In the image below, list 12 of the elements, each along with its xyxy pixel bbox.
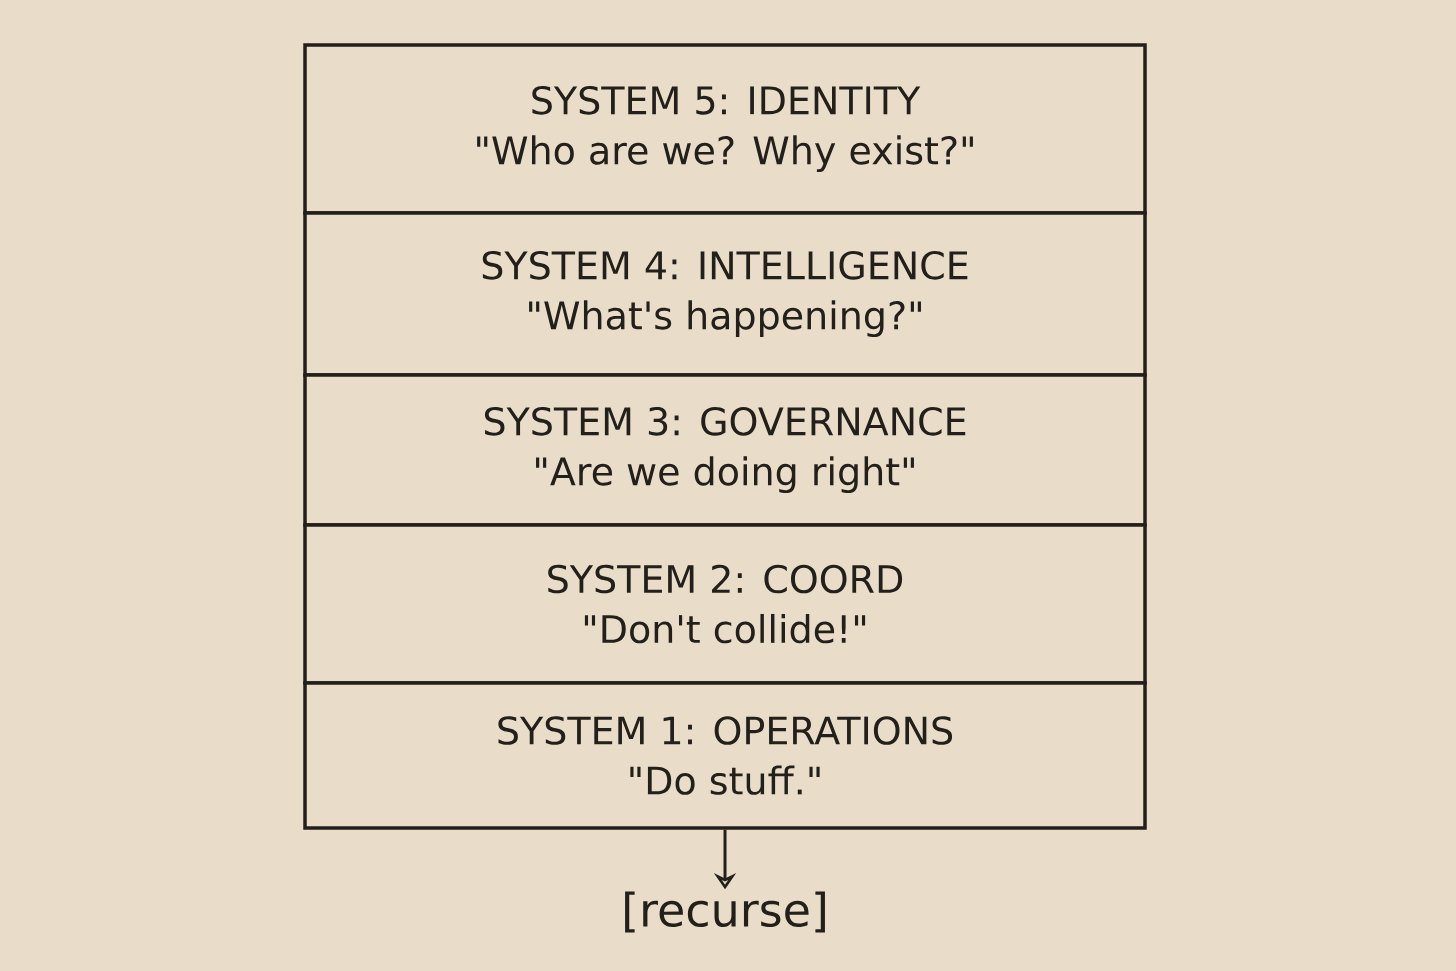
band-quote: "Who are we? Why exist?" xyxy=(477,135,973,173)
system-band xyxy=(303,681,1147,830)
band-quote: "Don't collide!" xyxy=(584,613,866,644)
recurse-label: [recurse] xyxy=(625,891,825,933)
band-heading: SYSTEM 4: INTELLIGENCE xyxy=(482,250,968,280)
band-heading: SYSTEM 2: COORD xyxy=(548,564,903,594)
band-heading: SYSTEM 5: IDENTITY xyxy=(532,85,921,115)
band-heading: SYSTEM 1: OPERATIONS xyxy=(498,716,953,745)
band-quote: "Do stuff." xyxy=(630,765,820,795)
band-quote: "Are we doing right" xyxy=(536,456,914,494)
band-quote: "What's happening?" xyxy=(529,300,921,338)
band-heading: SYSTEM 3: GOVERNANCE xyxy=(484,406,966,436)
